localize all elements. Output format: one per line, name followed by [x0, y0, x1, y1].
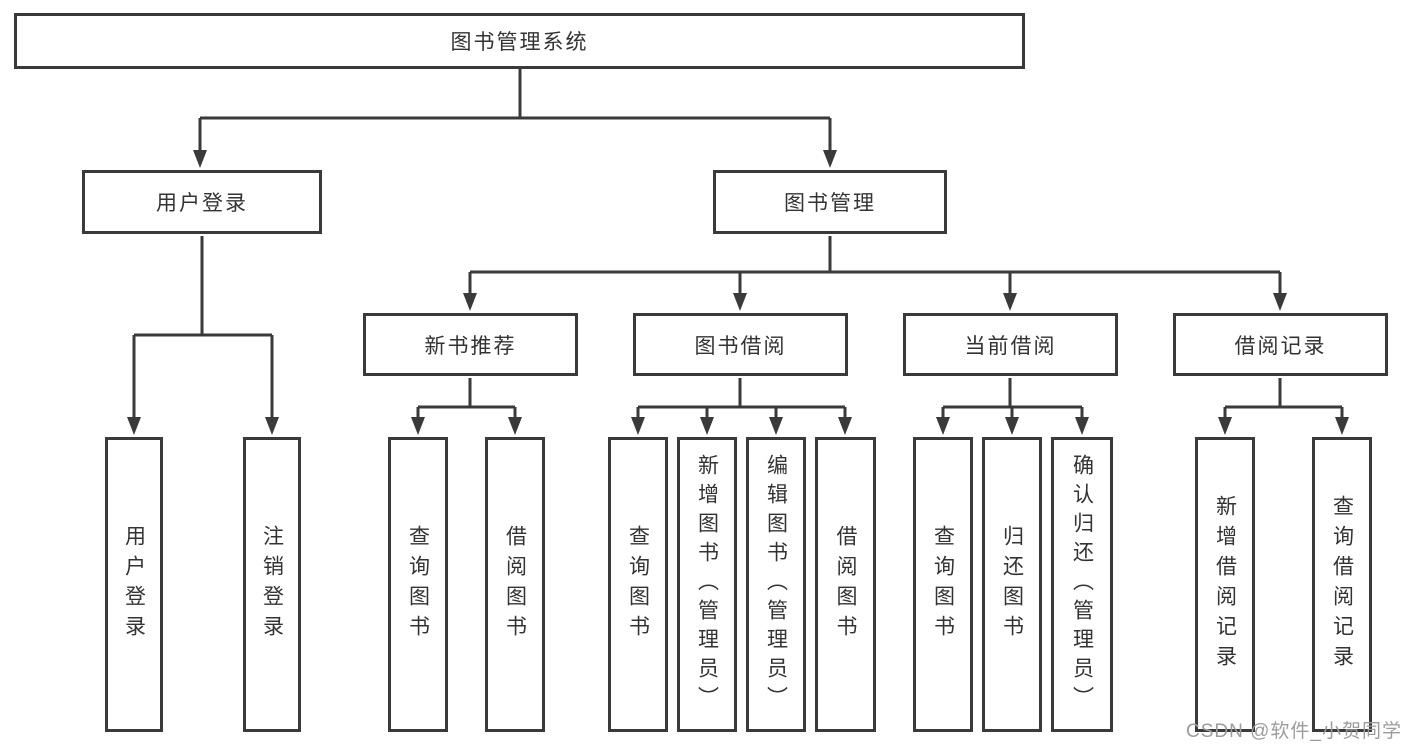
node-leaf-borrow-book: 借阅图书	[815, 437, 876, 732]
node-leaf-logout: 注销登录	[243, 437, 301, 732]
node-root-library-system: 图书管理系统	[14, 13, 1025, 69]
node-leaf-add-borrow-record: 新增借阅记录	[1195, 437, 1255, 732]
node-user-login-branch: 用户登录	[82, 170, 322, 234]
node-leaf-query-borrow-record: 查询借阅记录	[1312, 437, 1372, 732]
node-leaf-query-book-current: 查询图书	[913, 437, 973, 732]
node-leaf-query-book-recommend: 查询图书	[388, 437, 448, 732]
csdn-watermark: CSDN @软件_小贺同学	[1186, 721, 1402, 742]
node-borrowing-records: 借阅记录	[1173, 313, 1388, 376]
node-leaf-add-book-admin: 新增图书（管理员）	[677, 437, 737, 732]
node-book-management-branch: 图书管理	[713, 170, 947, 234]
node-leaf-user-login: 用户登录	[105, 437, 163, 732]
node-leaf-edit-book-admin: 编辑图书（管理员）	[746, 437, 806, 732]
node-leaf-return-book: 归还图书	[982, 437, 1042, 732]
node-book-borrowing: 图书借阅	[633, 313, 848, 376]
node-leaf-confirm-return-admin: 确认归还（管理员）	[1051, 437, 1113, 732]
node-leaf-query-book-borrow: 查询图书	[608, 437, 668, 732]
node-leaf-borrow-book-recommend: 借阅图书	[485, 437, 545, 732]
node-current-borrowing: 当前借阅	[903, 313, 1118, 376]
node-new-book-recommend: 新书推荐	[363, 313, 578, 376]
